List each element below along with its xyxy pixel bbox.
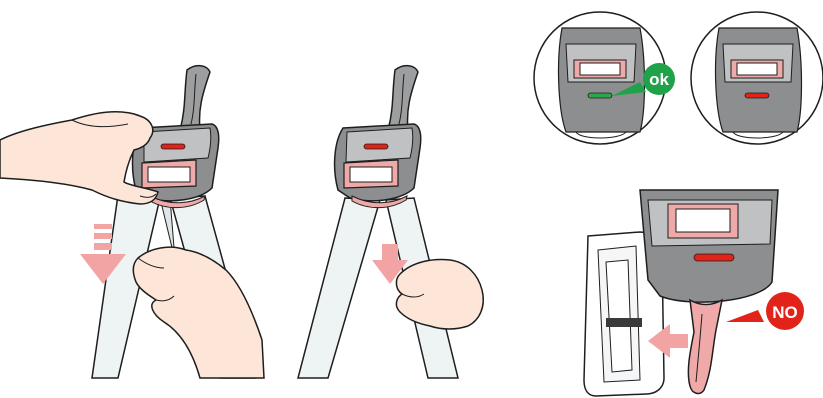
buckle-tongue-clip bbox=[688, 300, 722, 393]
buckle-slot bbox=[606, 318, 642, 327]
ok-indicator-closeup: ok bbox=[534, 12, 675, 144]
red-indicator bbox=[745, 93, 769, 98]
panel-1-hand-pressing-buckle bbox=[0, 66, 264, 378]
green-indicator bbox=[588, 93, 612, 98]
incorrect-insertion-panel: NO bbox=[584, 190, 804, 396]
buckle-tongue-stem bbox=[180, 66, 210, 130]
red-indicator bbox=[364, 144, 388, 149]
red-indicator bbox=[161, 144, 185, 149]
red-indicator bbox=[694, 254, 734, 261]
hand-pulling-belt bbox=[133, 247, 264, 378]
hand-pulling-belt bbox=[396, 260, 483, 329]
no-badge: NO bbox=[772, 303, 798, 322]
not-ok-indicator-closeup bbox=[691, 12, 823, 144]
belt-strap bbox=[298, 198, 380, 378]
ok-badge: ok bbox=[649, 70, 669, 89]
buckle-tongue-stem bbox=[388, 66, 418, 130]
panel-2-belt-pulled bbox=[298, 66, 483, 378]
